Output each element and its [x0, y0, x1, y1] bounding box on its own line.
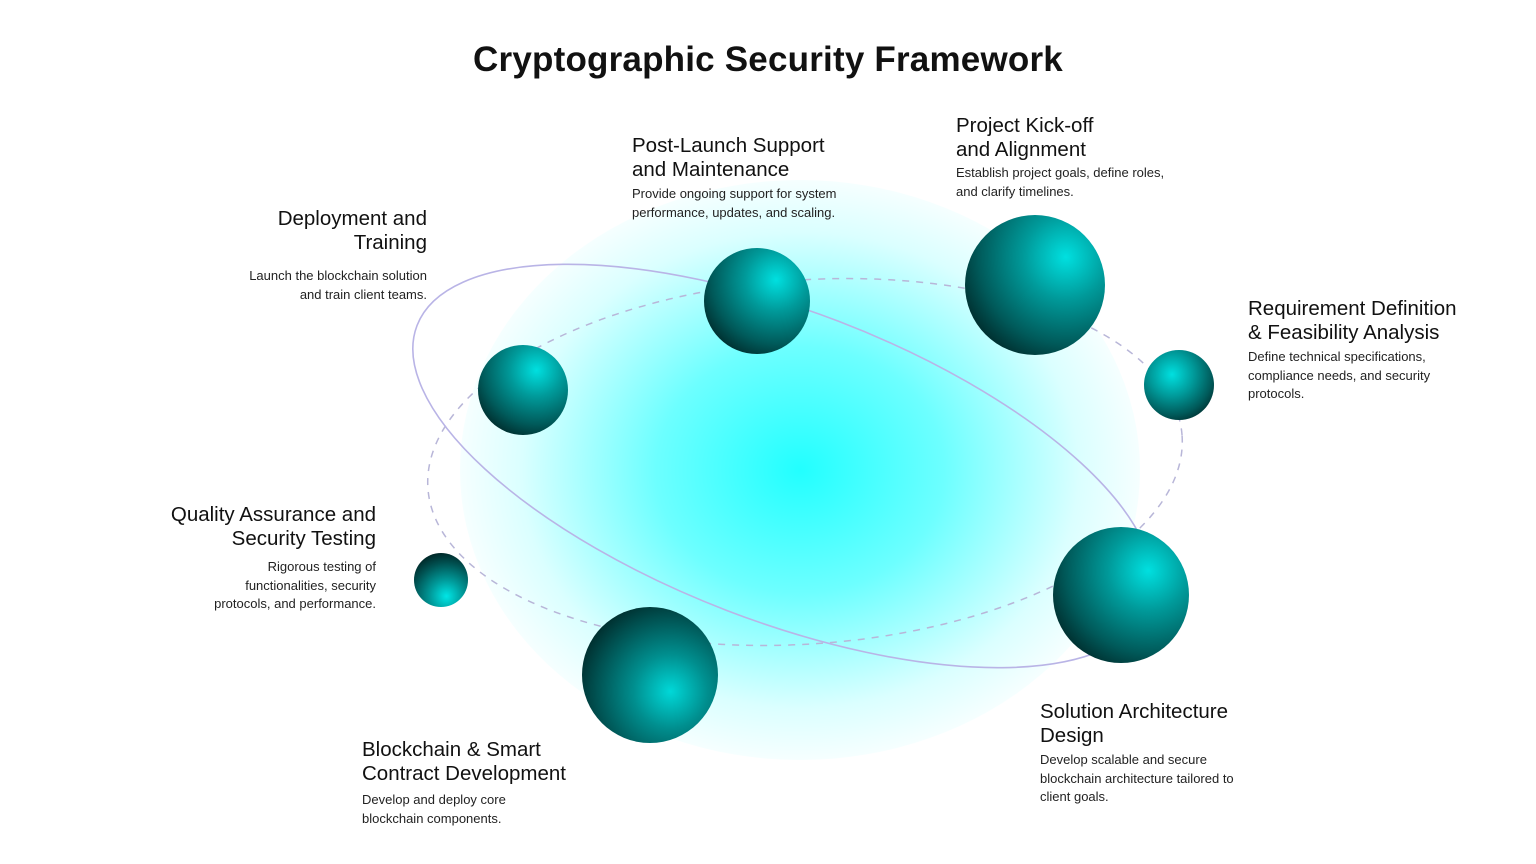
sphere-solution-architecture	[1053, 527, 1189, 663]
sphere-requirement-definition	[1144, 350, 1214, 420]
sphere-project-kickoff	[965, 215, 1105, 355]
stage-description: Develop scalable and secure blockchain a…	[1040, 752, 1234, 804]
sphere-quality-assurance	[414, 553, 468, 607]
stage-description: Rigorous testing of functionalities, sec…	[214, 559, 376, 611]
stage-requirement-definition: Requirement Definition& Feasibility Anal…	[1248, 297, 1483, 404]
stage-description: Develop and deploy core blockchain compo…	[362, 792, 506, 826]
sphere-post-launch-support	[704, 248, 810, 354]
sphere-deployment-training	[478, 345, 568, 435]
stage-title: Requirement Definition& Feasibility Anal…	[1248, 297, 1457, 344]
sphere-blockchain-development	[582, 607, 718, 743]
page-title: Cryptographic Security Framework	[473, 40, 1063, 79]
stage-description: Establish project goals, define roles, a…	[956, 165, 1165, 199]
stage-description: Provide ongoing support for system perfo…	[632, 186, 837, 220]
stage-description: Launch the blockchain solution and train…	[249, 268, 427, 302]
stage-description: Define technical specifications, complia…	[1248, 349, 1431, 401]
